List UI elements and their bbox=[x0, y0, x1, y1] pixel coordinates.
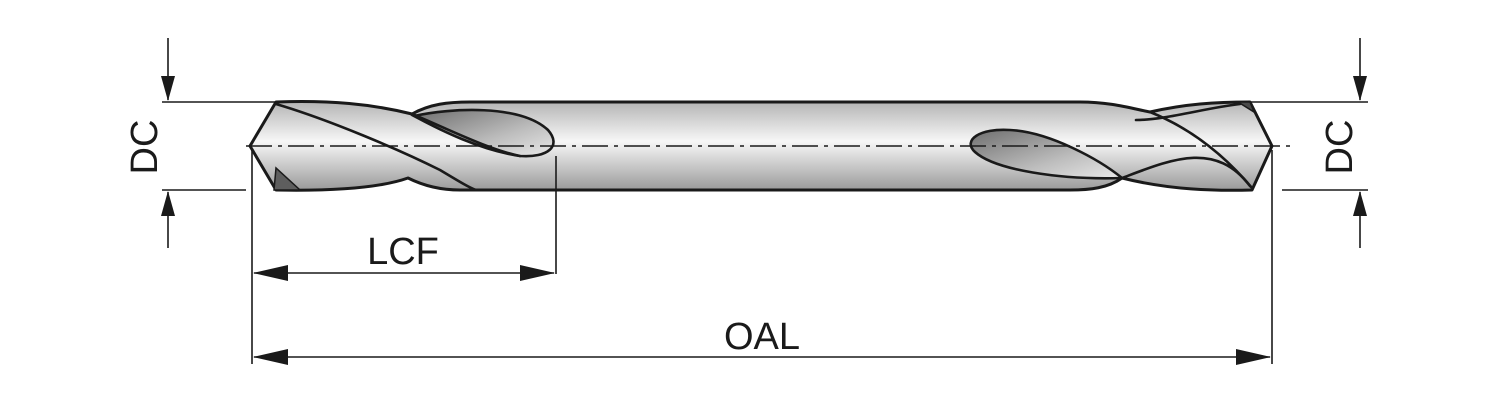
lcf-label: LCF bbox=[367, 231, 439, 273]
left-tip-facet bbox=[273, 166, 302, 191]
drill-body bbox=[246, 100, 1292, 192]
right-tip-facet bbox=[1235, 101, 1256, 114]
left-helix-edge-2 bbox=[410, 112, 522, 158]
dc-left-dimension: DC bbox=[124, 38, 276, 248]
left-helix-edge-1 bbox=[274, 102, 478, 192]
right-helix-edge-3 bbox=[1134, 102, 1242, 122]
oal-dimension: OAL bbox=[253, 150, 1273, 365]
lcf-dimension: LCF bbox=[251, 150, 557, 364]
dc-right-label: DC bbox=[1319, 120, 1361, 175]
dc-left-label: DC bbox=[124, 120, 166, 175]
oal-label: OAL bbox=[724, 316, 800, 358]
dc-right-dimension: DC bbox=[1250, 38, 1368, 248]
